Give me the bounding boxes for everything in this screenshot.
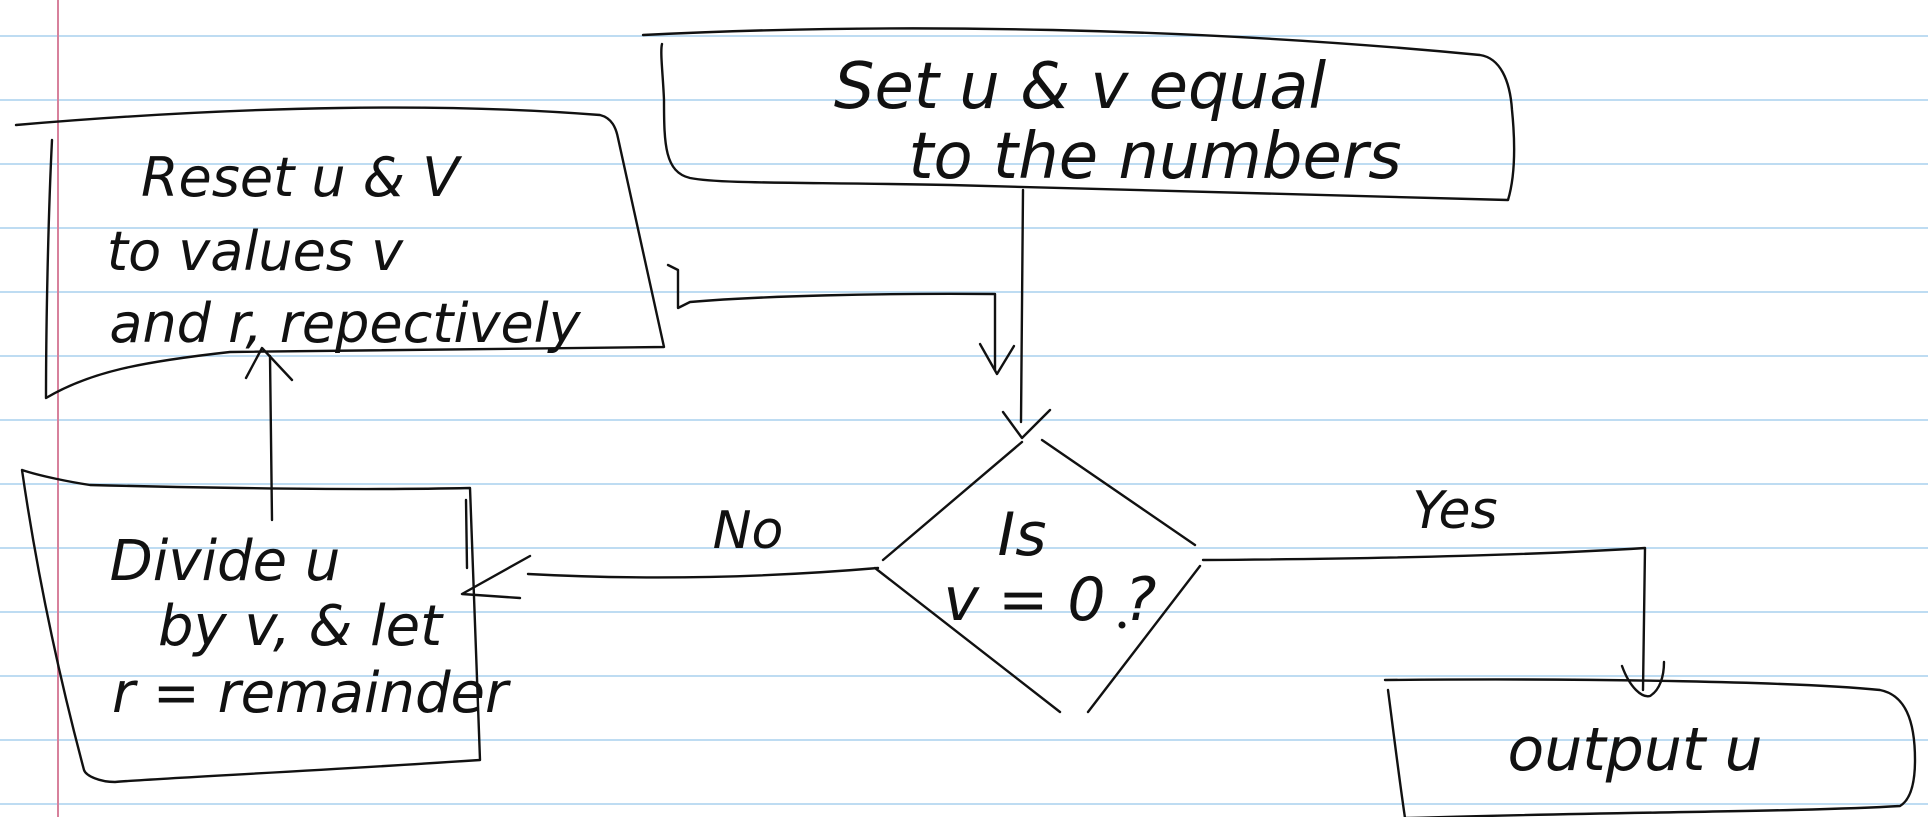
node-set-u-v-line-2: to the numbers: [908, 120, 1401, 194]
ruled-lines: [0, 35, 1928, 805]
edge-decision-to-divide-arrowhead: [460, 554, 532, 600]
node-reset-border: [14, 106, 666, 400]
edge-decision-to-divide-label: No: [713, 501, 784, 561]
edge-reset-to-decision-line: [666, 263, 997, 372]
edge-reset-to-decision-arrowhead: [978, 342, 1016, 376]
ink-dot: [1118, 621, 1126, 629]
node-set-u-v-line-1: Set u & v equal: [834, 50, 1327, 124]
edge-divide-to-reset: [244, 346, 294, 522]
node-decision-line-1: Is: [998, 500, 1047, 570]
node-reset: Reset u & V to values v and r, repective…: [14, 106, 666, 400]
edge-decision-to-output-line: [1201, 546, 1647, 692]
edge-decision-to-output-label: Yes: [1412, 481, 1497, 541]
edge-divide-to-reset-arrowhead: [244, 346, 294, 382]
node-reset-line-1: Reset u & V: [141, 146, 463, 209]
node-reset-line-2: to values v: [107, 220, 404, 283]
edge-set-to-decision: [1001, 188, 1052, 440]
edge-set-to-decision-line: [1019, 188, 1025, 424]
node-divide-line-3: r = remainder: [112, 661, 511, 726]
edge-reset-to-decision: [666, 263, 1016, 376]
edge-decision-to-output-arrowhead: [1620, 660, 1666, 698]
edge-decision-to-divide-line: [526, 566, 880, 579]
node-divide-line-2: by v, & let: [158, 594, 444, 659]
node-output: output u: [1383, 678, 1917, 817]
edge-decision-to-divide: No: [460, 501, 880, 600]
node-output-border: [1383, 678, 1917, 817]
node-decision: Is v = 0 ?: [873, 438, 1202, 714]
node-set-u-v-border: [641, 27, 1516, 202]
node-divide-border: [20, 468, 482, 784]
node-divide-line-1: Divide u: [110, 529, 341, 594]
edge-set-to-decision-arrowhead: [1001, 408, 1052, 440]
node-decision-border: [873, 438, 1202, 714]
node-set-u-v: Set u & v equal to the numbers: [641, 27, 1516, 202]
node-divide: Divide u by v, & let r = remainder: [20, 468, 511, 784]
node-output-line-1: output u: [1508, 715, 1763, 785]
edge-divide-to-reset-line: [268, 354, 274, 522]
node-divide-right-stroke: [464, 498, 469, 570]
node-reset-line-3: and r, repectively: [109, 292, 581, 355]
edge-decision-to-output: Yes: [1201, 481, 1666, 698]
